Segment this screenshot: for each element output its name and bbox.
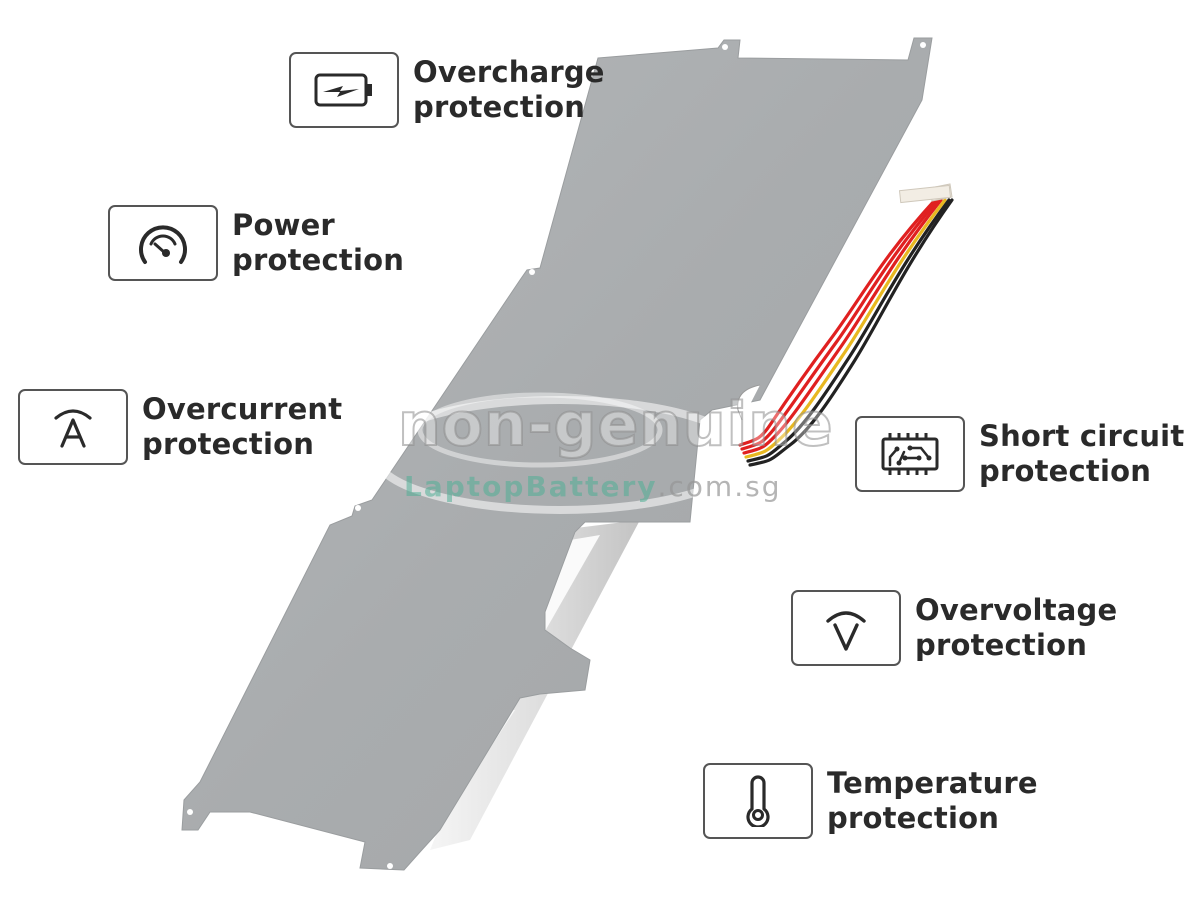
feature-label: Overcharge protection bbox=[413, 55, 605, 125]
icon-box bbox=[108, 205, 218, 281]
feature-overvoltage-protection: Overvoltage protection bbox=[791, 590, 1117, 666]
icon-box bbox=[855, 416, 965, 492]
feature-overcharge-protection: Overcharge protection bbox=[289, 52, 605, 128]
feature-short-circuit-protection: Short circuit protection bbox=[855, 416, 1184, 492]
voltage-icon bbox=[826, 611, 866, 651]
feature-subtitle: protection bbox=[413, 90, 586, 124]
watermark-non-genuine: non-genuine bbox=[397, 389, 834, 461]
feature-label: Temperature protection bbox=[827, 766, 1038, 836]
icon-box bbox=[289, 52, 399, 128]
icon-box bbox=[791, 590, 901, 666]
feature-subtitle: protection bbox=[979, 454, 1152, 488]
feature-title: Short circuit bbox=[979, 419, 1185, 453]
feature-subtitle: protection bbox=[915, 628, 1088, 662]
feature-title: Temperature bbox=[827, 766, 1038, 800]
circuit-chip-icon bbox=[881, 433, 939, 475]
feature-temperature-protection: Temperature protection bbox=[703, 763, 1038, 839]
feature-title: Overcharge bbox=[413, 55, 605, 89]
feature-label: Power protection bbox=[232, 208, 404, 278]
watermark-brand: LaptopBattery bbox=[404, 470, 658, 503]
ampere-icon bbox=[54, 409, 92, 448]
thermometer-icon bbox=[746, 775, 770, 827]
feature-subtitle: protection bbox=[827, 801, 1000, 835]
feature-overcurrent-protection: Overcurrent protection bbox=[18, 389, 342, 465]
feature-label: Overcurrent protection bbox=[142, 392, 342, 462]
icon-box bbox=[18, 389, 128, 465]
battery-charging-icon bbox=[314, 73, 372, 107]
feature-label: Overvoltage protection bbox=[915, 593, 1117, 663]
feature-subtitle: protection bbox=[142, 427, 315, 461]
feature-label: Short circuit protection bbox=[979, 419, 1184, 489]
feature-title: Power bbox=[232, 208, 335, 242]
gauge-icon bbox=[139, 225, 187, 264]
feature-subtitle: protection bbox=[232, 243, 405, 277]
watermark-domain: .com.sg bbox=[657, 470, 782, 503]
feature-title: Overcurrent bbox=[142, 392, 343, 426]
feature-power-protection: Power protection bbox=[108, 205, 404, 281]
feature-title: Overvoltage bbox=[915, 593, 1118, 627]
watermark-site: LaptopBattery.com.sg bbox=[404, 470, 781, 503]
icon-box bbox=[703, 763, 813, 839]
